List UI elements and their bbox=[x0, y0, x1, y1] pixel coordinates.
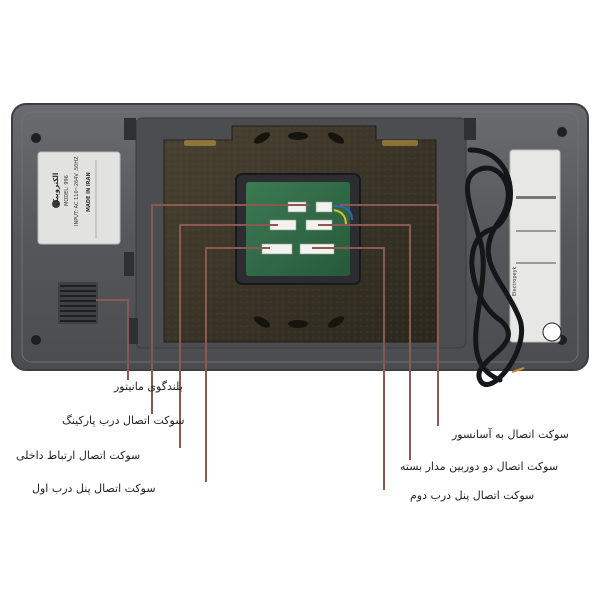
callout-panel-door2: سوکت اتصال پنل درب دوم bbox=[410, 489, 535, 502]
socket-parking bbox=[315, 201, 333, 213]
power-label bbox=[509, 149, 562, 343]
callout-cctv: سوکت اتصال دو دوربین مدار بسته bbox=[400, 460, 559, 473]
mounting-clips bbox=[124, 118, 476, 344]
product-origin-text: MADE IN IRAN bbox=[86, 172, 92, 212]
leader-parking bbox=[151, 204, 310, 414]
leader-intercom bbox=[179, 224, 278, 448]
product-label bbox=[37, 151, 121, 245]
callout-panel-door1: سوکت اتصال پنل درب اول bbox=[32, 482, 156, 495]
leader-lines bbox=[96, 204, 439, 490]
power-label-brand-text: Electropeyk bbox=[512, 266, 518, 296]
product-model-text: MODEL: 996 bbox=[64, 175, 70, 206]
leader-panel-door1 bbox=[205, 247, 270, 482]
product-brand-text: الکتروپیک bbox=[52, 172, 60, 206]
connector-board bbox=[235, 173, 361, 285]
callout-elevator: سوکت اتصال به آسانسور bbox=[452, 428, 569, 441]
power-cable bbox=[464, 147, 525, 387]
socket-elevator bbox=[287, 201, 307, 213]
leader-cctv bbox=[318, 224, 411, 460]
callout-parking-door: سوکت اتصال درب پارکینگ bbox=[62, 414, 185, 427]
speaker-grille bbox=[58, 282, 98, 324]
callout-intercom: سوکت اتصال ارتباط داخلی bbox=[16, 449, 141, 462]
product-input-text: INPUT: AC 110~264V ,50HZ bbox=[74, 156, 80, 226]
callout-speaker: بلندگوی مانیتور bbox=[114, 380, 183, 393]
leader-panel-door2 bbox=[312, 247, 385, 490]
leader-elevator bbox=[340, 204, 439, 426]
leader-speaker bbox=[96, 299, 129, 380]
